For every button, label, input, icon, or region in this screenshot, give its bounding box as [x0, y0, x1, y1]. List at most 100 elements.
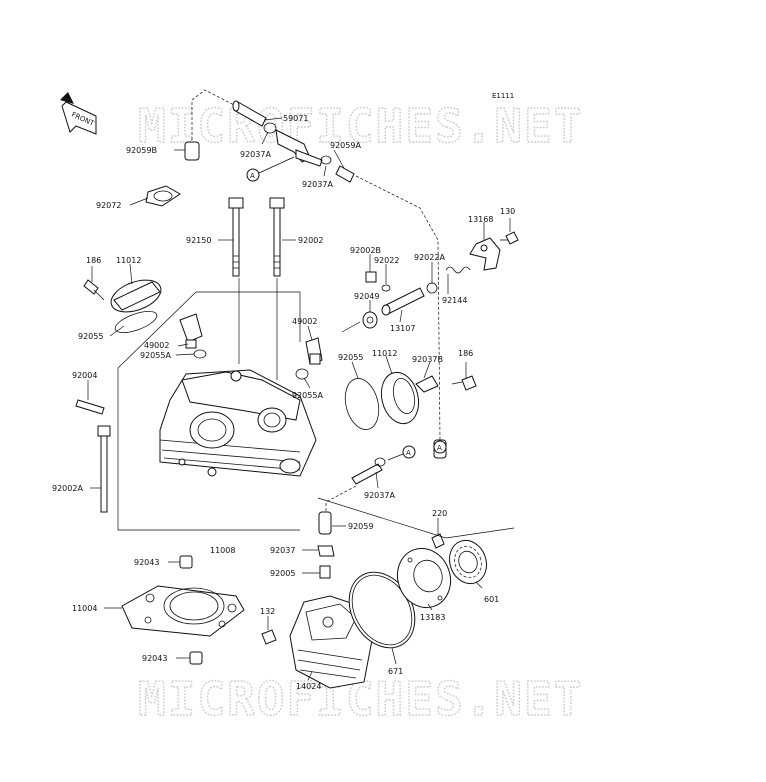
head-gasket-11004-icon	[121, 585, 245, 637]
diagram-code: E1111	[492, 92, 514, 100]
bolt-132-icon	[261, 629, 277, 645]
label-11008: 11008	[210, 546, 235, 555]
part-labels: 92059B 59071 92037A 92059A 92037A 92072 …	[52, 114, 515, 691]
clamp-92037A-upper-icon	[263, 122, 277, 134]
washer-92022A-icon	[426, 282, 438, 294]
bracket-13168-icon	[469, 237, 501, 271]
hose-routing-line-right	[355, 175, 441, 441]
label-92002: 92002	[298, 236, 323, 245]
label-92059B: 92059B	[126, 146, 157, 155]
label-92055A-2: 92055A	[292, 391, 323, 400]
label-49002-1: 49002	[144, 341, 169, 350]
label-92055-1: 92055	[78, 332, 103, 341]
label-92144: 92144	[442, 296, 467, 305]
hose-92037A-lower-icon	[351, 457, 386, 485]
cylinder-head-11008-icon	[159, 369, 317, 477]
label-92022A: 92022A	[414, 253, 445, 262]
fitting-49002-right-icon	[305, 337, 323, 365]
oring-92055-left-icon	[114, 310, 158, 334]
front-arrow-icon: FRONT	[60, 92, 97, 135]
oring-92055-right-icon	[344, 378, 380, 430]
label-59071: 59071	[283, 114, 308, 123]
label-92043-2: 92043	[142, 654, 167, 663]
clamp-92037B-icon	[415, 375, 439, 393]
label-13107: 13107	[390, 324, 415, 333]
label-92002A: 92002A	[52, 484, 83, 493]
breather-hose-92059A-icon	[335, 165, 355, 183]
label-92004: 92004	[72, 371, 97, 380]
cylinder-head-bracket	[117, 368, 300, 531]
label-49002-2: 49002	[292, 317, 317, 326]
label-92043-1: 92043	[134, 558, 159, 567]
clamp-92037-icon	[317, 545, 335, 557]
dowel-92043-upper-icon	[179, 555, 193, 569]
svg-text:A: A	[437, 444, 442, 452]
valve-cap-11012-left-icon	[110, 279, 162, 313]
label-92037A-3: 92037A	[364, 491, 395, 500]
label-13183: 13183	[420, 613, 445, 622]
label-92037A-1: 92037A	[240, 150, 271, 159]
label-11004: 11004	[72, 604, 97, 613]
label-186-2: 186	[458, 349, 473, 358]
stud-bolt-92150-icon	[228, 197, 244, 277]
watermark-top: MICROFICHES.NET	[138, 99, 583, 153]
label-92022: 92022	[374, 256, 399, 265]
label-92072: 92072	[96, 201, 121, 210]
oil-seal-92049-icon	[362, 311, 378, 329]
hose-routing-line	[191, 89, 237, 140]
oring-671-icon	[348, 571, 416, 649]
label-220: 220	[432, 509, 447, 518]
clamp-92037A-right-icon	[320, 155, 332, 165]
bolt-186-left-icon	[83, 279, 105, 301]
breather-hose-92059B-icon	[184, 141, 200, 161]
label-92002B: 92002B	[350, 246, 381, 255]
dowel-92043-lower-icon	[189, 651, 203, 665]
oring-92055A-right-icon	[295, 368, 309, 380]
washer-92022-icon	[381, 284, 391, 292]
fitting-92005-icon	[319, 565, 331, 579]
label-132: 132	[260, 607, 275, 616]
svg-text:A: A	[406, 449, 411, 457]
hose-routing-line-lower	[325, 485, 357, 512]
spring-92144-icon	[445, 266, 471, 274]
label-92037B: 92037B	[412, 355, 443, 364]
label-92055A-1: 92055A	[140, 351, 171, 360]
bolt-92002A-icon	[97, 425, 111, 513]
label-11012-1: 11012	[116, 256, 141, 265]
svg-text:A: A	[250, 172, 255, 180]
label-92037A-2: 92037A	[302, 180, 333, 189]
label-92049: 92049	[354, 292, 379, 301]
label-13168: 13168	[468, 215, 493, 224]
bolt-92002B-icon	[365, 271, 377, 283]
leader-lines	[87, 117, 511, 681]
oring-92055A-left-icon	[193, 349, 207, 359]
label-92059A: 92059A	[330, 141, 361, 150]
ref-marker-a-mid: A	[402, 445, 416, 459]
bolt-186-right-icon	[451, 375, 477, 391]
ref-marker-a-right: A	[433, 440, 447, 454]
bolt-130-icon	[500, 231, 519, 245]
ref-marker-a-top: A	[246, 168, 260, 182]
breather-t-joint-59071-icon	[275, 129, 323, 167]
label-601: 601	[484, 595, 499, 604]
label-92150: 92150	[186, 236, 211, 245]
stud-92004-icon	[75, 399, 105, 415]
cover-13183-icon	[397, 547, 451, 609]
label-671: 671	[388, 667, 403, 676]
shaft-13107-icon	[381, 287, 425, 316]
label-92005: 92005	[270, 569, 295, 578]
cylinder-head-bracket-top	[117, 291, 301, 369]
clamp-92072-icon	[145, 185, 181, 207]
hose-92059-icon	[318, 511, 332, 535]
breather-hose-upper-icon	[232, 100, 267, 127]
label-92059: 92059	[348, 522, 373, 531]
stud-bolt-92002-icon	[269, 197, 285, 277]
bolt-220-icon	[431, 533, 445, 549]
label-130: 130	[500, 207, 515, 216]
label-186-1: 186	[86, 256, 101, 265]
label-92037: 92037	[270, 546, 295, 555]
valve-cap-11012-right-icon	[380, 371, 420, 425]
cover-bracket-line	[317, 497, 515, 539]
label-92055-2: 92055	[338, 353, 363, 362]
